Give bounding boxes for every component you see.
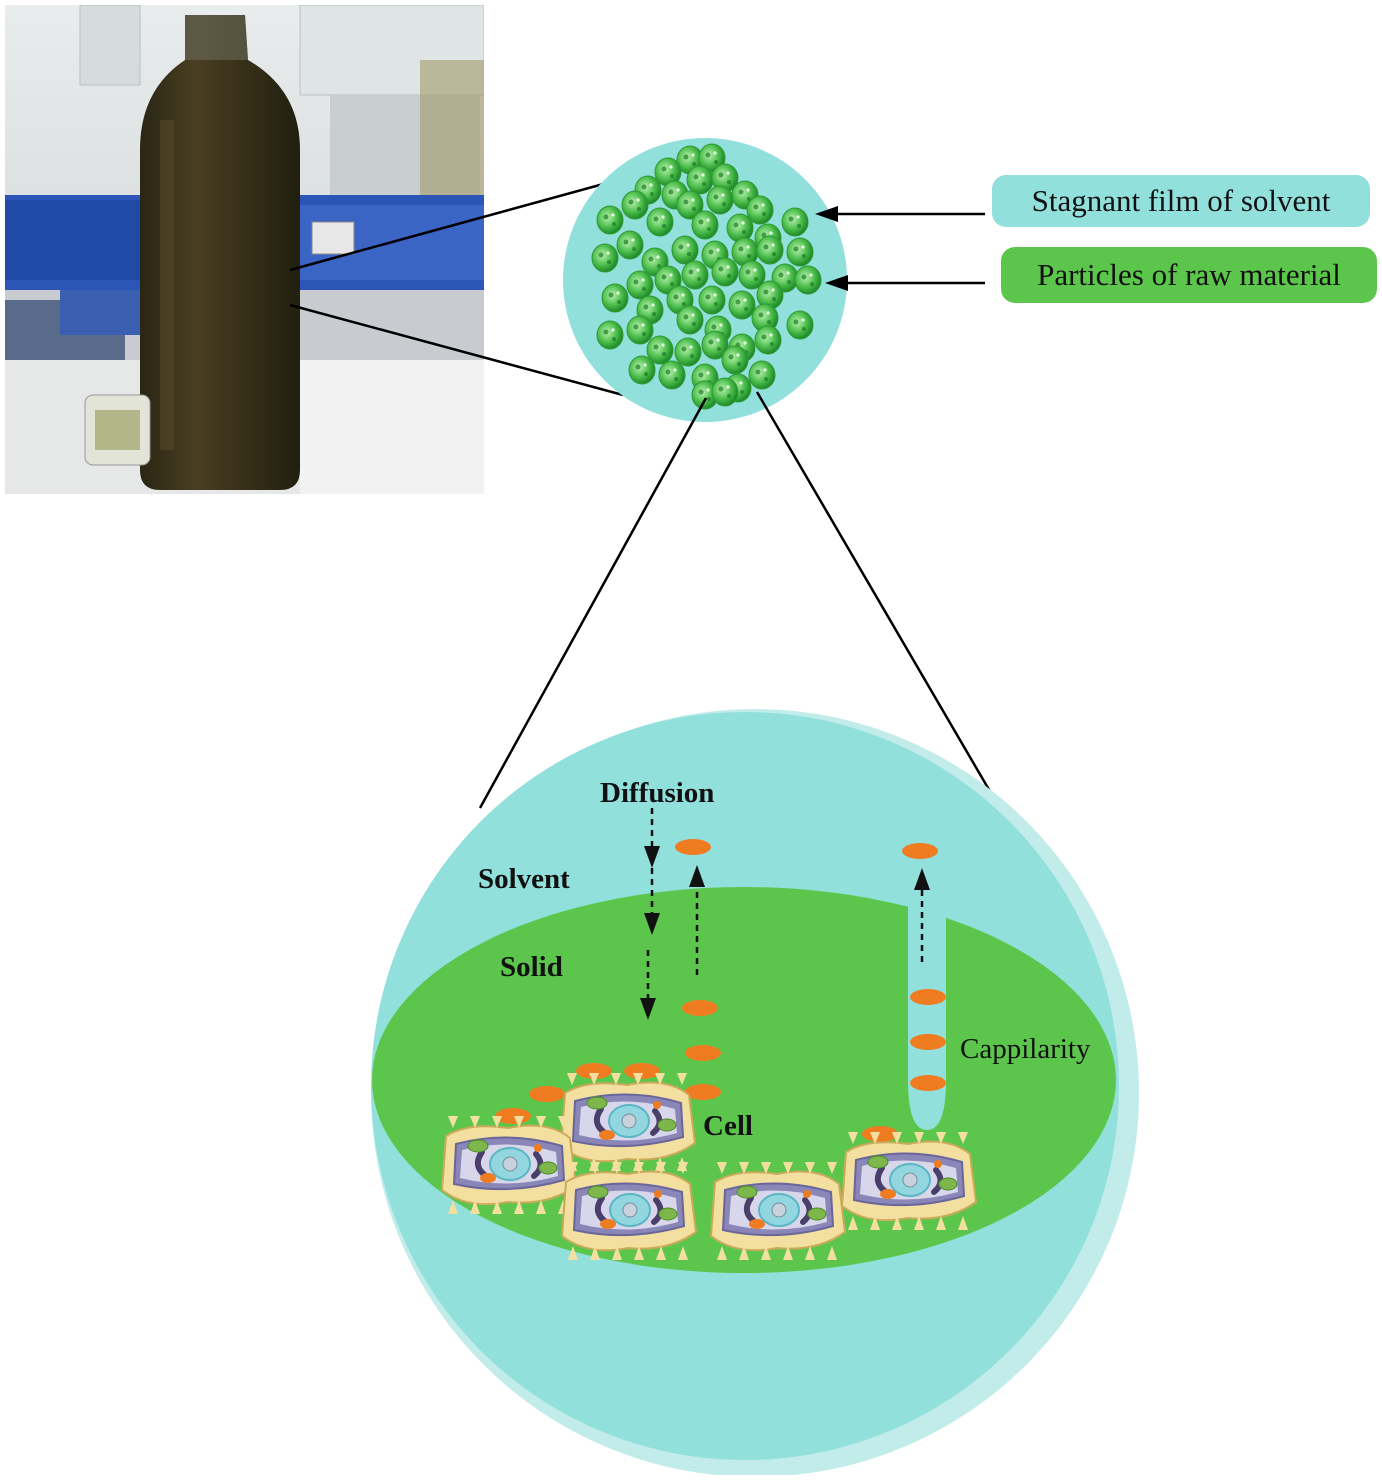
particle: [712, 378, 738, 406]
particle: [787, 238, 813, 266]
solvent-label: Solvent: [478, 863, 570, 895]
solute-drop: [902, 843, 938, 859]
solid-label: Solid: [500, 951, 563, 983]
particle: [602, 284, 628, 312]
particle: [782, 208, 808, 236]
particle: [622, 191, 648, 219]
particle: [592, 244, 618, 272]
particle: [692, 211, 718, 239]
particle: [597, 206, 623, 234]
cell-label: Cell: [703, 1110, 753, 1142]
particle: [675, 338, 701, 366]
solute-drop: [682, 1000, 718, 1016]
solute-drop: [910, 1075, 946, 1091]
particle: [677, 306, 703, 334]
particle: [659, 361, 685, 389]
particle: [729, 291, 755, 319]
particle: [687, 166, 713, 194]
solute-drop: [685, 1084, 721, 1100]
particle: [617, 231, 643, 259]
particle: [712, 258, 738, 286]
stagnant-film-label: Stagnant film of solvent: [1032, 183, 1331, 219]
solute-drop: [624, 1063, 660, 1079]
particle: [682, 261, 708, 289]
solute-drop: [529, 1086, 565, 1102]
particles-label: Particles of raw material: [1037, 257, 1341, 293]
particles-callout: Particles of raw material: [1001, 247, 1377, 303]
zoom-circle: [371, 709, 1139, 1475]
particle: [795, 266, 821, 294]
stagnant-film-callout: Stagnant film of solvent: [992, 175, 1370, 227]
particle: [787, 311, 813, 339]
particle: [627, 271, 653, 299]
diffusion-label: Diffusion: [600, 777, 714, 809]
solute-drop: [910, 1034, 946, 1050]
particle: [627, 316, 653, 344]
bottle-photo: [5, 5, 484, 494]
particle: [749, 361, 775, 389]
particle: [629, 356, 655, 384]
solute-drop: [675, 839, 711, 855]
capillarity-label: Cappilarity: [960, 1033, 1091, 1065]
solute-drop: [862, 1126, 898, 1142]
solute-drop: [910, 989, 946, 1005]
particle: [647, 208, 673, 236]
particle-circle: [563, 138, 847, 422]
particle: [597, 321, 623, 349]
capillary-channel: [908, 880, 946, 1130]
particle: [722, 346, 748, 374]
particle: [757, 236, 783, 264]
particle: [727, 214, 753, 242]
solute-drop: [685, 1045, 721, 1061]
particle: [672, 236, 698, 264]
particle: [707, 186, 733, 214]
particle: [755, 326, 781, 354]
particle: [699, 286, 725, 314]
